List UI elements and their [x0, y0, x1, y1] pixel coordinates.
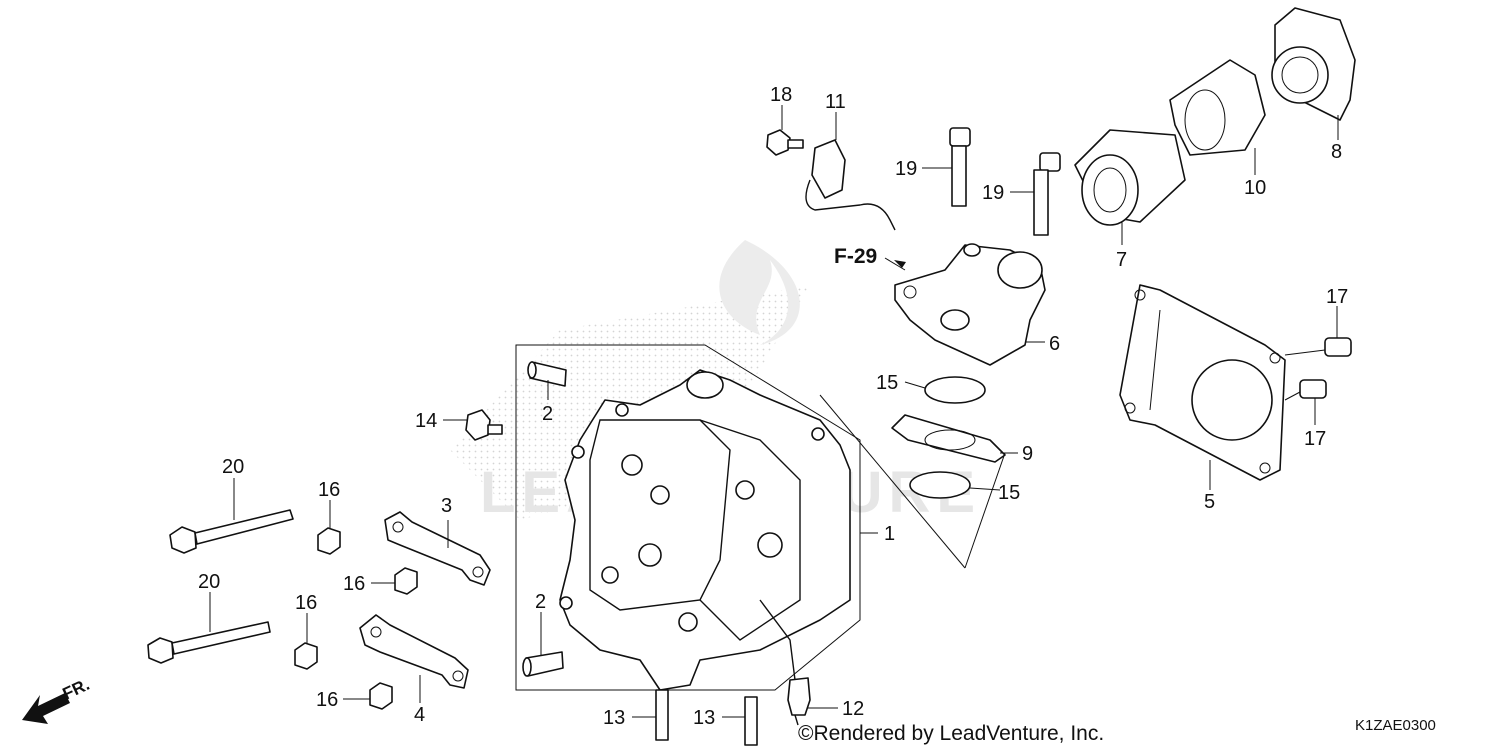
part-spark-plug[interactable] [787, 677, 811, 726]
part-band[interactable] [1169, 59, 1266, 156]
callout-3: 3 [441, 495, 452, 517]
part-stud-right[interactable] [744, 696, 758, 746]
callout-12: 12 [842, 698, 864, 720]
callouts: 1 2 2 3 4 5 6 7 8 9 10 11 12 13 13 14 15… [198, 84, 1348, 729]
part-bolt-19-right[interactable] [1033, 152, 1061, 236]
part-dowel-lower[interactable] [522, 651, 564, 677]
part-dowel-17-lower[interactable] [1299, 379, 1327, 399]
callout-5: 5 [1204, 491, 1215, 513]
part-bolt-20-upper[interactable] [169, 509, 294, 554]
part-bolt-18[interactable] [766, 129, 804, 156]
diagram-code: K1ZAE0300 [1355, 717, 1436, 734]
part-intake-manifold[interactable] [894, 243, 1046, 366]
reference-label: F-29 [834, 245, 877, 268]
leader-lines [209, 105, 1339, 718]
front-direction-indicator: FR. [22, 675, 93, 724]
credit-text: ©Rendered by LeadVenture, Inc. [798, 722, 1104, 745]
callout-20-lower: 20 [198, 571, 220, 593]
callout-2-upper: 2 [542, 403, 553, 425]
part-bolt-14[interactable] [465, 409, 503, 441]
part-bolt-20-lower[interactable] [147, 621, 271, 664]
callout-13-right: 13 [693, 707, 715, 729]
part-insulator-plate[interactable] [891, 414, 1006, 463]
callout-20-upper: 20 [222, 456, 244, 478]
callout-16-b: 16 [343, 573, 365, 595]
part-bolt-19-left[interactable] [949, 127, 971, 207]
callout-8: 8 [1331, 141, 1342, 163]
callout-1: 1 [884, 523, 895, 545]
part-cylinder-gasket[interactable] [1119, 284, 1286, 481]
callout-16-c: 16 [295, 592, 317, 614]
part-insulator[interactable] [1074, 129, 1186, 226]
callout-7: 7 [1116, 249, 1127, 271]
callout-19-left: 19 [895, 158, 917, 180]
callout-15-upper: 15 [876, 372, 898, 394]
part-o-ring-lower[interactable] [909, 471, 971, 499]
callout-2-lower: 2 [535, 591, 546, 613]
part-nut-b[interactable] [394, 567, 418, 595]
part-clamp-11[interactable] [805, 139, 896, 231]
part-bracket-4[interactable] [359, 614, 469, 689]
callout-4: 4 [414, 704, 425, 726]
callout-14: 14 [415, 410, 437, 432]
part-dowel-17-upper[interactable] [1324, 337, 1352, 357]
part-joint-8[interactable] [1271, 7, 1356, 121]
callout-11: 11 [825, 91, 846, 113]
callout-17-upper: 17 [1326, 286, 1348, 308]
part-stud-left[interactable] [655, 689, 669, 741]
part-nut-a[interactable] [317, 527, 341, 555]
front-arrow-icon [22, 693, 70, 724]
part-nut-d[interactable] [369, 682, 393, 710]
part-nut-c[interactable] [294, 642, 318, 670]
part-dowel-upper[interactable] [527, 361, 567, 387]
callout-6: 6 [1049, 333, 1060, 355]
callout-19-right: 19 [982, 182, 1004, 204]
callout-17-lower: 17 [1304, 428, 1326, 450]
callout-9: 9 [1022, 443, 1033, 465]
part-bracket-3[interactable] [384, 511, 491, 586]
callout-10: 10 [1244, 177, 1266, 199]
callout-13-left: 13 [603, 707, 625, 729]
part-o-ring-upper[interactable] [924, 376, 986, 404]
callout-16-a: 16 [318, 479, 340, 501]
callout-18: 18 [770, 84, 792, 106]
callout-16-d: 16 [316, 689, 338, 711]
part-cylinder-head[interactable] [515, 344, 861, 691]
callout-15-lower: 15 [998, 482, 1020, 504]
